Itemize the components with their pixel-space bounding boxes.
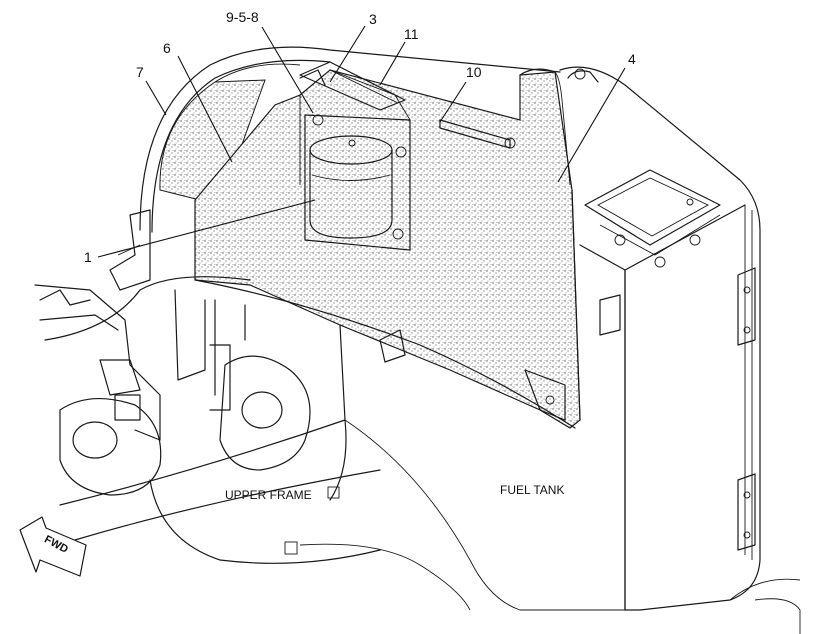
panel-assembly [194, 68, 581, 429]
callout-3: 3 [369, 11, 377, 27]
callout-6: 6 [163, 40, 171, 56]
leader-3 [329, 25, 366, 83]
cylinder-component [309, 135, 393, 239]
leader-10 [439, 81, 467, 123]
callout-7: 7 [136, 64, 144, 80]
upper-frame-label: UPPER FRAME [225, 488, 312, 502]
callouts: 1 3 4 6 7 9-5-8 10 11 [84, 9, 636, 265]
leader-1 [97, 199, 316, 258]
callout-11: 11 [404, 26, 419, 42]
upper-frame [34, 276, 625, 611]
leader-7 [145, 80, 167, 116]
leader-11 [379, 41, 406, 86]
fwd-arrow: FWD [19, 516, 87, 577]
leader-lines [97, 25, 626, 258]
top-rails [299, 61, 516, 149]
leader-4 [557, 67, 626, 183]
leader-6 [177, 55, 233, 163]
callout-4: 4 [628, 51, 636, 67]
fuel-tank [559, 66, 801, 634]
leader-958 [261, 26, 314, 114]
callout-10: 10 [466, 64, 482, 80]
fuel-tank-label: FUEL TANK [500, 483, 564, 497]
mounting-plate [304, 114, 411, 251]
callout-9-5-8: 9-5-8 [226, 9, 259, 25]
callout-1: 1 [84, 249, 92, 265]
